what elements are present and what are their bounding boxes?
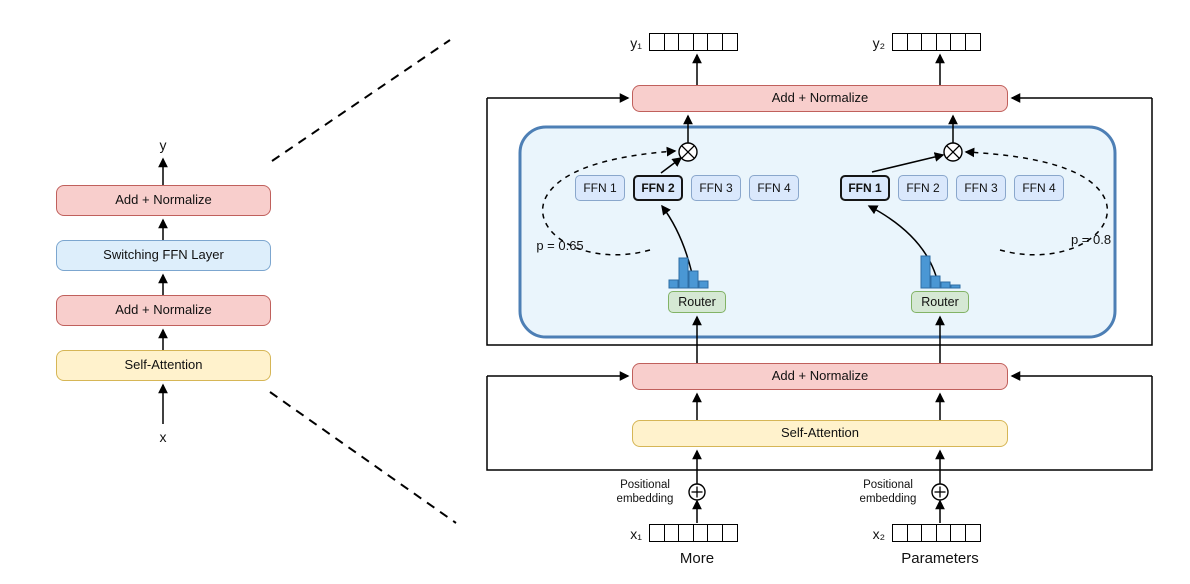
token-x1-cells xyxy=(649,524,738,542)
detail-add-normalize-top-bar: Add + Normalize xyxy=(632,85,1008,112)
ffn-expert-left-1: FFN 1 xyxy=(575,175,625,201)
left-add-normalize-top-block: Add + Normalize xyxy=(56,185,271,216)
multiply-gate-icon-right xyxy=(943,142,963,162)
zoom-connector-lines xyxy=(269,39,457,524)
gate-probability-left: p = 0.65 xyxy=(536,238,584,253)
token-y1-cells xyxy=(649,33,738,51)
router-distribution-right xyxy=(920,255,961,289)
ffn-expert-right-2: FFN 2 xyxy=(898,175,948,201)
token-x2-label: x₂ xyxy=(872,525,885,542)
add-gate-icon-left xyxy=(688,483,706,501)
positional-embedding-label-left: Positional embedding xyxy=(616,479,674,506)
detail-self-attention-bar: Self-Attention xyxy=(632,420,1008,447)
caption-parameters: Parameters xyxy=(901,550,979,567)
left-module-output-label: y xyxy=(159,137,167,153)
upper-residual-connection xyxy=(486,93,1153,346)
token-y2-cells xyxy=(892,33,981,51)
detail-add-normalize-mid-bar: Add + Normalize xyxy=(632,363,1008,390)
left-switching-ffn-layer-block: Switching FFN Layer xyxy=(56,240,271,271)
token-y2-label: y₂ xyxy=(872,34,885,51)
left-add-normalize-bottom-block: Add + Normalize xyxy=(56,295,271,326)
gate-probability-right: p = 0.8 xyxy=(1070,232,1112,247)
token-x2-cells xyxy=(892,524,981,542)
add-gate-icon-right xyxy=(931,483,949,501)
ffn-expert-left-3: FFN 3 xyxy=(691,175,741,201)
lower-residual-connection xyxy=(486,371,1153,471)
left-module-input-label: x xyxy=(159,429,167,445)
ffn-expert-left-2: FFN 2 xyxy=(633,175,683,201)
left-self-attention-block: Self-Attention xyxy=(56,350,271,381)
router-left: Router xyxy=(668,291,726,313)
positional-embedding-label-right: Positional embedding xyxy=(859,479,917,506)
router-right: Router xyxy=(911,291,969,313)
ffn-expert-left-4: FFN 4 xyxy=(749,175,799,201)
ffn-expert-right-3: FFN 3 xyxy=(956,175,1006,201)
router-distribution-left xyxy=(668,257,709,289)
ffn-expert-right-1: FFN 1 xyxy=(840,175,890,201)
multiply-gate-icon-left xyxy=(678,142,698,162)
token-x1-label: x₁ xyxy=(630,525,642,542)
ffn-expert-right-4: FFN 4 xyxy=(1014,175,1064,201)
gate-probability-dashed-loops xyxy=(541,146,1109,256)
token-y1-label: y₁ xyxy=(630,34,642,51)
caption-more: More xyxy=(679,550,715,567)
